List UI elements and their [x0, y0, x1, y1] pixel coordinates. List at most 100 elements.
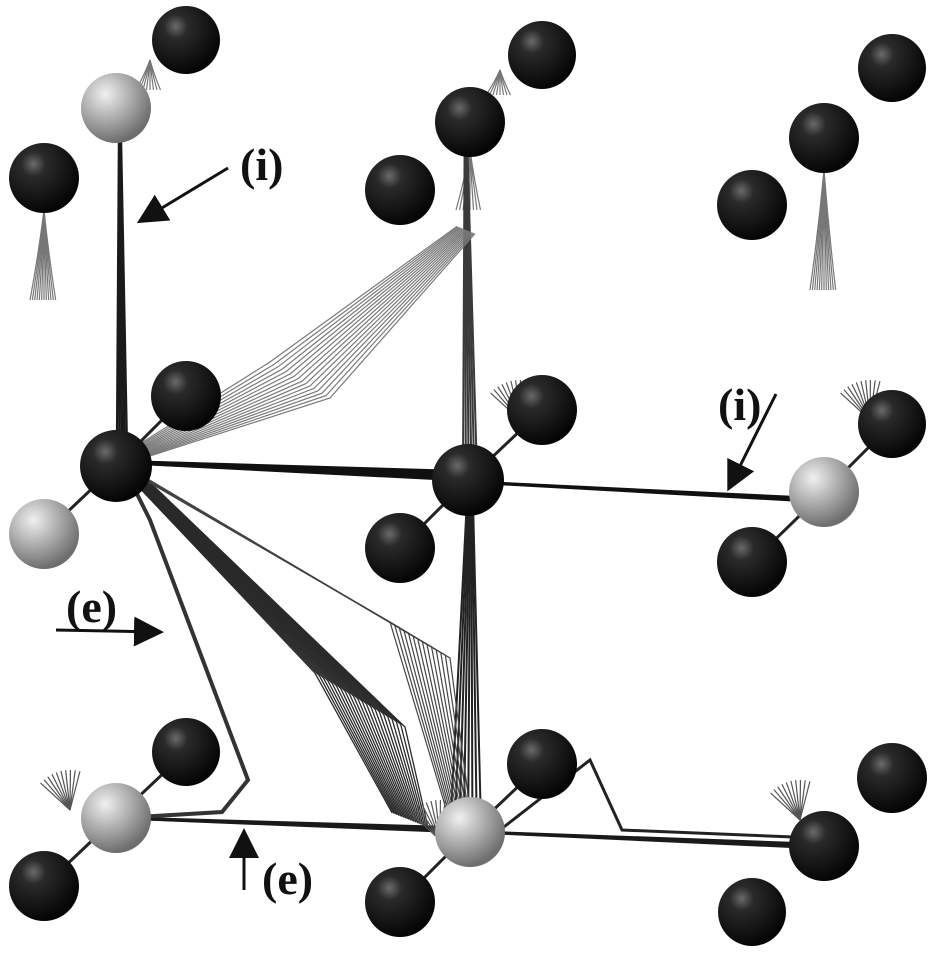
dark-atom	[9, 143, 79, 213]
label-i-right: (i)	[718, 379, 761, 430]
bristle-fan	[770, 779, 811, 821]
trajectory-line	[120, 227, 463, 460]
dark-atom	[435, 87, 505, 157]
vibration-tail	[499, 69, 512, 96]
trajectory-line	[140, 473, 427, 827]
trajectory-line	[132, 470, 415, 822]
bristle	[51, 774, 71, 811]
trajectory-line	[136, 472, 422, 825]
trajectory-line	[119, 465, 397, 815]
vibration-tail	[823, 169, 837, 291]
path-horizontal-lower-right	[474, 830, 825, 850]
bristle	[795, 780, 801, 821]
interstitial-label-right: (i)	[718, 379, 778, 492]
dark-atom	[365, 513, 435, 583]
dark-atom	[507, 729, 577, 799]
trajectory-line	[128, 469, 410, 820]
dark-atom	[9, 851, 79, 921]
trajectory-line	[122, 461, 480, 483]
trajectory-line	[128, 232, 474, 463]
tail-left-top	[29, 209, 57, 301]
path-lower-fan-2	[121, 466, 473, 825]
trajectory-line	[126, 468, 407, 819]
trajectory-line	[131, 470, 414, 822]
dark-atom	[507, 375, 577, 445]
dark-atom	[365, 867, 435, 937]
light-atom	[789, 457, 859, 527]
dark-atom	[718, 878, 786, 946]
dark-atom	[857, 743, 927, 813]
bristle	[55, 772, 71, 811]
dark-atom	[152, 6, 220, 74]
trajectory-line	[135, 472, 421, 824]
bristle	[770, 792, 801, 821]
exchange-route	[119, 479, 251, 820]
path-lower-fan	[117, 464, 429, 828]
bristle-fan	[40, 769, 81, 811]
light-atom	[435, 797, 505, 867]
trajectory-line	[470, 500, 474, 823]
dark-atom	[152, 718, 220, 786]
bristle	[40, 782, 71, 811]
trajectory-line	[125, 230, 470, 462]
tail-right-top	[809, 169, 837, 291]
vibration-tail	[149, 59, 162, 91]
light-atom	[81, 783, 151, 853]
trajectory-line	[130, 469, 412, 821]
dark-atom	[789, 811, 859, 881]
path-horizontal-upper	[117, 459, 480, 483]
dark-atom	[858, 390, 926, 458]
trajectory-line	[133, 471, 417, 823]
trajectory-line	[137, 472, 473, 825]
trajectory-line	[454, 499, 469, 816]
bristle	[60, 770, 71, 811]
dark-atom	[789, 103, 859, 173]
dark-atom	[508, 21, 576, 89]
path-horizontal-lower	[118, 816, 474, 834]
diffusion-trajectories	[29, 59, 894, 904]
trajectory-line	[127, 468, 409, 820]
trajectory-line	[125, 467, 405, 818]
dark-atom	[151, 361, 221, 431]
bristle	[773, 789, 801, 821]
bristle	[790, 780, 801, 821]
bristle	[69, 770, 76, 811]
trajectory-line	[139, 473, 426, 826]
trajectory-line	[117, 464, 393, 814]
bristle	[799, 781, 811, 821]
path-vertical-center	[462, 149, 478, 473]
trajectory-line	[119, 140, 129, 453]
trajectory-line	[124, 467, 403, 818]
trajectory-line	[477, 831, 825, 850]
trajectory-line	[471, 500, 478, 825]
trajectory-line	[134, 471, 419, 824]
trajectory-line	[123, 467, 402, 817]
label-e-bottom: (e)	[262, 853, 313, 904]
trajectory-line	[127, 231, 472, 463]
atom-lattice	[9, 6, 927, 946]
arrow-i-top	[136, 166, 229, 224]
trajectory-line	[126, 231, 471, 462]
trajectory-line	[124, 230, 469, 462]
trajectory-line	[120, 466, 398, 816]
arrow-e-left	[55, 616, 164, 647]
trajectory-line	[472, 501, 482, 827]
light-atom	[81, 73, 151, 143]
light-atom	[9, 499, 79, 569]
trajectory-line	[123, 229, 466, 461]
tail-top-mid	[485, 69, 512, 96]
exchange-label-bottom: (e)	[229, 828, 313, 904]
bristle	[410, 812, 441, 841]
trajectory-line	[121, 817, 474, 834]
trajectory-line	[129, 232, 475, 463]
trajectory-line	[118, 465, 395, 814]
interstitial-label-top: (i)	[136, 139, 283, 224]
trajectory-line	[122, 466, 400, 816]
trajectory-line	[122, 228, 465, 461]
bristle	[777, 786, 801, 821]
trajectory-line	[124, 229, 468, 461]
trajectory-line	[129, 233, 476, 463]
bristle	[785, 782, 801, 821]
trajectory-line	[470, 481, 824, 504]
